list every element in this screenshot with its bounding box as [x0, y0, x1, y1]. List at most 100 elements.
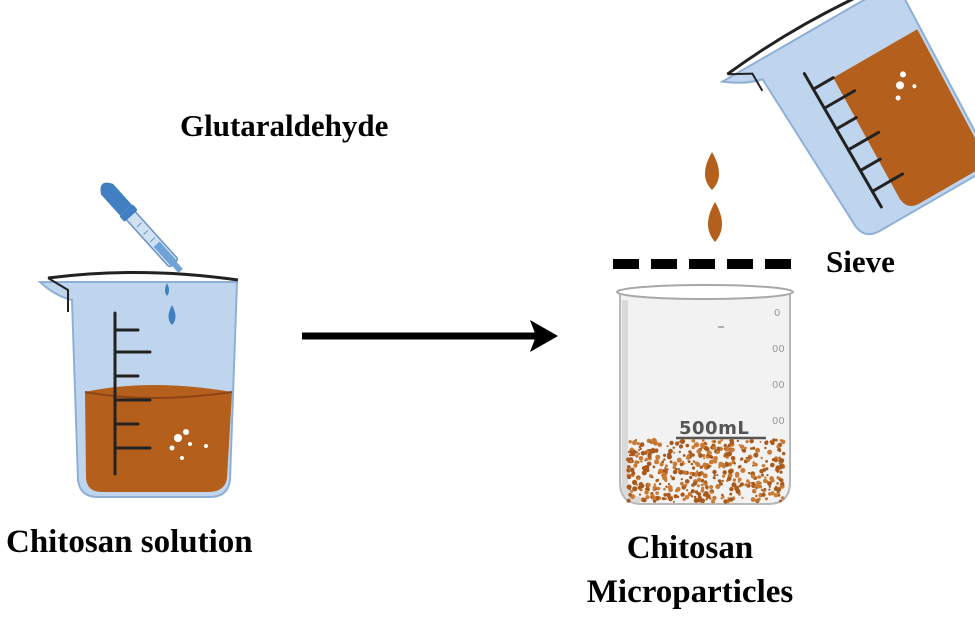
microparticle: [656, 486, 661, 491]
microparticle: [749, 438, 754, 444]
microparticle: [629, 467, 635, 473]
microparticle: [629, 449, 633, 454]
microparticle: [709, 497, 712, 500]
microparticle: [730, 456, 736, 461]
microparticle: [668, 487, 673, 493]
microparticle: [685, 443, 690, 448]
microparticle: [690, 462, 694, 466]
microparticle: [647, 453, 652, 459]
microparticle: [766, 474, 769, 477]
microparticle: [776, 491, 779, 494]
microparticle: [678, 444, 684, 449]
microparticle: [677, 468, 680, 471]
microparticle: [712, 446, 715, 449]
microparticle: [767, 481, 772, 486]
microparticle: [640, 460, 643, 463]
pouring-beaker-icon: [705, 0, 975, 242]
microparticle: [751, 484, 755, 488]
microparticle: [716, 474, 719, 477]
microparticle: [777, 447, 781, 452]
microparticle: [652, 465, 656, 469]
microparticle: [703, 462, 708, 467]
microparticle: [767, 449, 773, 455]
microparticle: [659, 462, 664, 467]
microparticle: [762, 468, 767, 472]
microparticle: [637, 485, 642, 490]
microparticle: [666, 445, 669, 448]
microparticle: [696, 491, 700, 496]
microparticle: [734, 471, 740, 477]
microparticle: [650, 493, 653, 496]
microparticle: [720, 438, 723, 442]
microparticle: [755, 494, 758, 498]
microparticle: [722, 465, 726, 469]
microparticle: [750, 447, 753, 450]
microparticle: [755, 499, 758, 503]
reagent-label: Glutaraldehyde: [180, 108, 389, 143]
microparticle: [727, 443, 731, 448]
microparticle: [672, 446, 675, 449]
microparticle: [705, 485, 709, 489]
start-material-label: Chitosan solution: [6, 524, 253, 560]
microparticle: [770, 478, 775, 483]
microparticle: [761, 488, 764, 492]
microparticle: [631, 471, 636, 476]
microparticle: [777, 494, 781, 497]
microparticle: [629, 459, 633, 463]
product-label-line2: Microparticles: [586, 574, 794, 610]
microparticle: [657, 442, 662, 448]
microparticle: [645, 495, 649, 499]
microparticle: [651, 448, 656, 454]
microparticle: [704, 480, 707, 484]
microparticle: [782, 451, 786, 456]
microparticle: [713, 440, 716, 443]
microparticle: [700, 444, 705, 449]
microparticle: [666, 492, 671, 498]
microparticle: [690, 495, 694, 498]
microparticle: [691, 446, 695, 450]
microparticle: [669, 460, 673, 464]
microparticle: [701, 472, 704, 475]
microparticle: [687, 492, 693, 497]
microparticle: [761, 492, 766, 497]
microparticle: [663, 453, 667, 457]
svg-text:00: 00: [772, 380, 785, 391]
microparticle: [780, 439, 784, 442]
microparticle: [663, 458, 666, 461]
microparticle: [682, 497, 686, 501]
microparticle: [675, 441, 680, 446]
microparticle: [706, 464, 711, 469]
microparticle: [701, 486, 705, 490]
microparticle: [661, 497, 666, 501]
microparticle: [666, 454, 673, 460]
microparticle: [742, 448, 747, 453]
microparticle: [746, 479, 750, 483]
graduated-beaker-icon: 0 00 00 00: [616, 284, 794, 505]
microparticle: [645, 457, 649, 461]
microparticle: [669, 440, 674, 446]
microparticle: [701, 439, 705, 442]
microparticle: [776, 482, 779, 485]
microparticle: [723, 445, 726, 448]
microparticle: [729, 492, 732, 496]
microparticle: [678, 469, 684, 475]
beaker-icon: [37, 270, 239, 498]
microparticle: [722, 474, 726, 478]
microparticle: [639, 442, 645, 447]
microparticle: [691, 483, 695, 487]
microparticle: [712, 495, 717, 501]
microparticle: [626, 457, 631, 462]
microparticle: [678, 450, 681, 454]
microparticle: [716, 446, 721, 450]
microparticle: [693, 443, 697, 446]
microparticle: [627, 469, 631, 473]
microparticle: [664, 467, 667, 470]
microparticle: [689, 475, 693, 480]
microparticle: [774, 438, 778, 442]
product-label-line1: Chitosan: [626, 530, 754, 566]
arrow-icon: [302, 320, 558, 352]
microparticle: [658, 482, 662, 486]
microparticle: [663, 487, 666, 491]
microparticle: [770, 441, 775, 446]
microparticle: [780, 481, 785, 486]
